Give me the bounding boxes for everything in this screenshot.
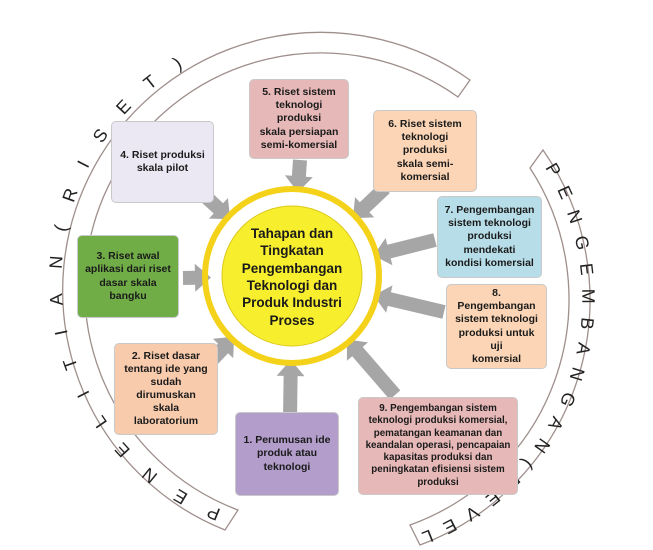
step-2-box: 2. Riset dasar tentang ide yang sudah di… xyxy=(114,343,218,435)
center-ring xyxy=(202,186,382,366)
development-arc-band xyxy=(409,148,591,546)
step-5-box: 5. Riset sistem teknologi produksi skala… xyxy=(249,79,349,159)
arrow-5 xyxy=(284,159,313,193)
step-6-box: 6. Riset sistem teknologi produksi skala… xyxy=(373,110,477,192)
step-8-box: 8. Pengembangan sistem teknologi produks… xyxy=(446,284,547,369)
arrow-7 xyxy=(373,233,437,266)
step-4-box: 4. Riset produksi skala pilot xyxy=(111,121,214,203)
arrow-8 xyxy=(373,285,446,319)
step-1-box: 1. Perumusan ide produk atau teknologi xyxy=(235,412,339,496)
arrow-9 xyxy=(346,339,401,400)
arrow-3 xyxy=(182,263,211,292)
arrow-group xyxy=(182,159,446,421)
step-7-box: 7. Pengembangan sistem teknologi produks… xyxy=(437,196,542,278)
step-3-box: 3. Riset awal aplikasi dari riset dasar … xyxy=(77,235,179,318)
arrow-1 xyxy=(276,360,305,421)
step-9-box: 9. Pengembangan sistem teknologi produks… xyxy=(358,397,518,495)
center-disk xyxy=(221,205,363,347)
center-title: Tahapan dan Tingkatan Pengembangan Tekno… xyxy=(241,226,343,328)
